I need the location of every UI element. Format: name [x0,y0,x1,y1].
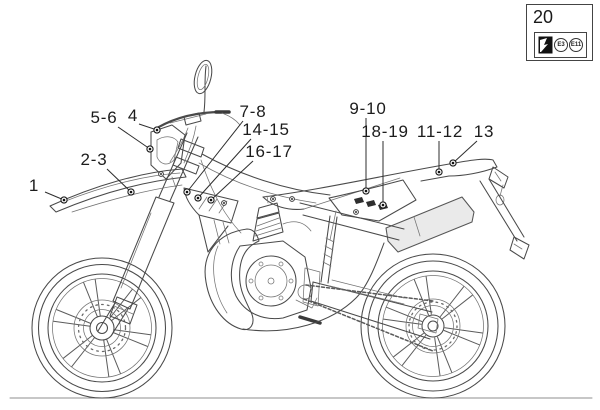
callout-dot-center-13 [451,161,455,165]
callout-label-2-3: 2-3 [80,150,108,169]
callout-label-4: 4 [127,106,139,125]
legend-decal-panel: E3 E11 [534,32,587,58]
callout-leader-16-17 [210,160,254,201]
rear-wheel [360,253,506,399]
callout-dot-center-18-19 [381,203,385,207]
callout-dot-center-4 [155,128,159,132]
callout-label-7-8: 7-8 [239,102,267,121]
handlebar [155,110,241,164]
callout-leader-14-15 [197,138,252,199]
taillight [488,166,509,189]
callout-label-18-19: 18-19 [361,122,409,141]
callout-leader-7-8 [186,120,244,193]
callout-dot-center-5-6 [148,147,152,151]
seat [262,162,456,210]
legend-box: 20 E3 E11 [526,4,593,61]
headlight-mask [150,124,186,180]
plate-bracket [509,236,530,260]
mirror [193,59,213,113]
legend-part-number: 20 [533,7,554,27]
decal-icon [538,36,553,54]
subframe [299,202,405,241]
swingarm-chain [303,279,439,352]
front-brake-caliper [109,296,138,325]
callout-dot-center-11-12 [437,170,441,174]
rear-shock [320,215,338,284]
body-screws [158,171,359,215]
callout-dot-center-9-10 [364,189,368,193]
engine [230,195,322,325]
callout-leader-13 [452,140,478,164]
callout-label-9-10: 9-10 [349,99,387,118]
callout-label-13: 13 [473,122,495,141]
front-wheel [31,257,173,399]
callout-dot-center-2-3 [129,190,133,194]
silencer [385,196,475,253]
callout-label-14-15: 14-15 [242,120,290,139]
front-fork [97,132,205,337]
homologation-mark-e3: E3 [554,38,568,52]
callout-dot-center-1 [62,198,66,202]
callout-label-1: 1 [28,176,40,195]
callout-label-11-12: 11-12 [416,122,464,141]
exhaust-pipe [204,228,385,332]
tail-rear-fender [420,158,530,260]
callout-dot-center-16-17 [209,198,213,202]
callout-leader-5-6 [117,126,151,150]
homologation-mark-e11: E11 [569,38,583,52]
callout-label-5-6: 5-6 [90,108,118,127]
callout-dot-center-7-8 [185,190,189,194]
callout-dot-center-14-15 [196,196,200,200]
callout-label-16-17: 16-17 [245,142,293,161]
callout-leader-2-3 [106,168,132,193]
